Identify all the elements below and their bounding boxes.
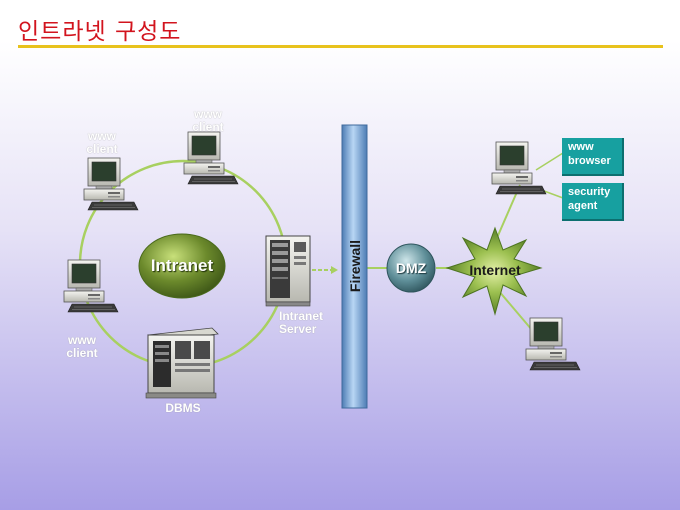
- security-agent-box: security agent: [562, 183, 624, 221]
- security-agent-label: security agent: [568, 186, 611, 212]
- www-browser-box: www browser: [562, 138, 624, 176]
- page-title: 인트라넷 구성도: [18, 19, 182, 45]
- intranet-label: Intranet: [150, 256, 214, 275]
- firewall-pillar: [341, 124, 368, 409]
- pc-top-icon: [183, 131, 239, 185]
- dbms-icon: [145, 327, 219, 399]
- dmz-label: DMZ: [395, 260, 427, 276]
- pc-left-top-icon: [83, 157, 139, 211]
- dbms-label: DBMS: [165, 401, 201, 415]
- intranet-oval: [138, 233, 226, 299]
- internet-label: Internet: [469, 262, 521, 278]
- internet-starburst: [445, 226, 543, 316]
- client-top-label: www client: [192, 107, 224, 134]
- link-browser: [535, 152, 564, 171]
- intranet-server-icon: [265, 235, 311, 307]
- firewall-label: Firewall: [347, 239, 363, 293]
- intranet-server-label: Intranet Server: [279, 309, 324, 336]
- link-internet-pc-bottom: [497, 289, 533, 331]
- client-left-top-label: www client: [86, 129, 118, 156]
- pc-internet-bottom-icon: [525, 317, 581, 371]
- www-browser-label: www browser: [568, 141, 611, 167]
- arrow-head: [331, 266, 338, 274]
- pc-left-bottom-icon: [63, 259, 119, 313]
- client-left-bottom-label: www client: [66, 333, 98, 360]
- dmz-sphere: [386, 243, 436, 293]
- title-underline: [18, 45, 663, 48]
